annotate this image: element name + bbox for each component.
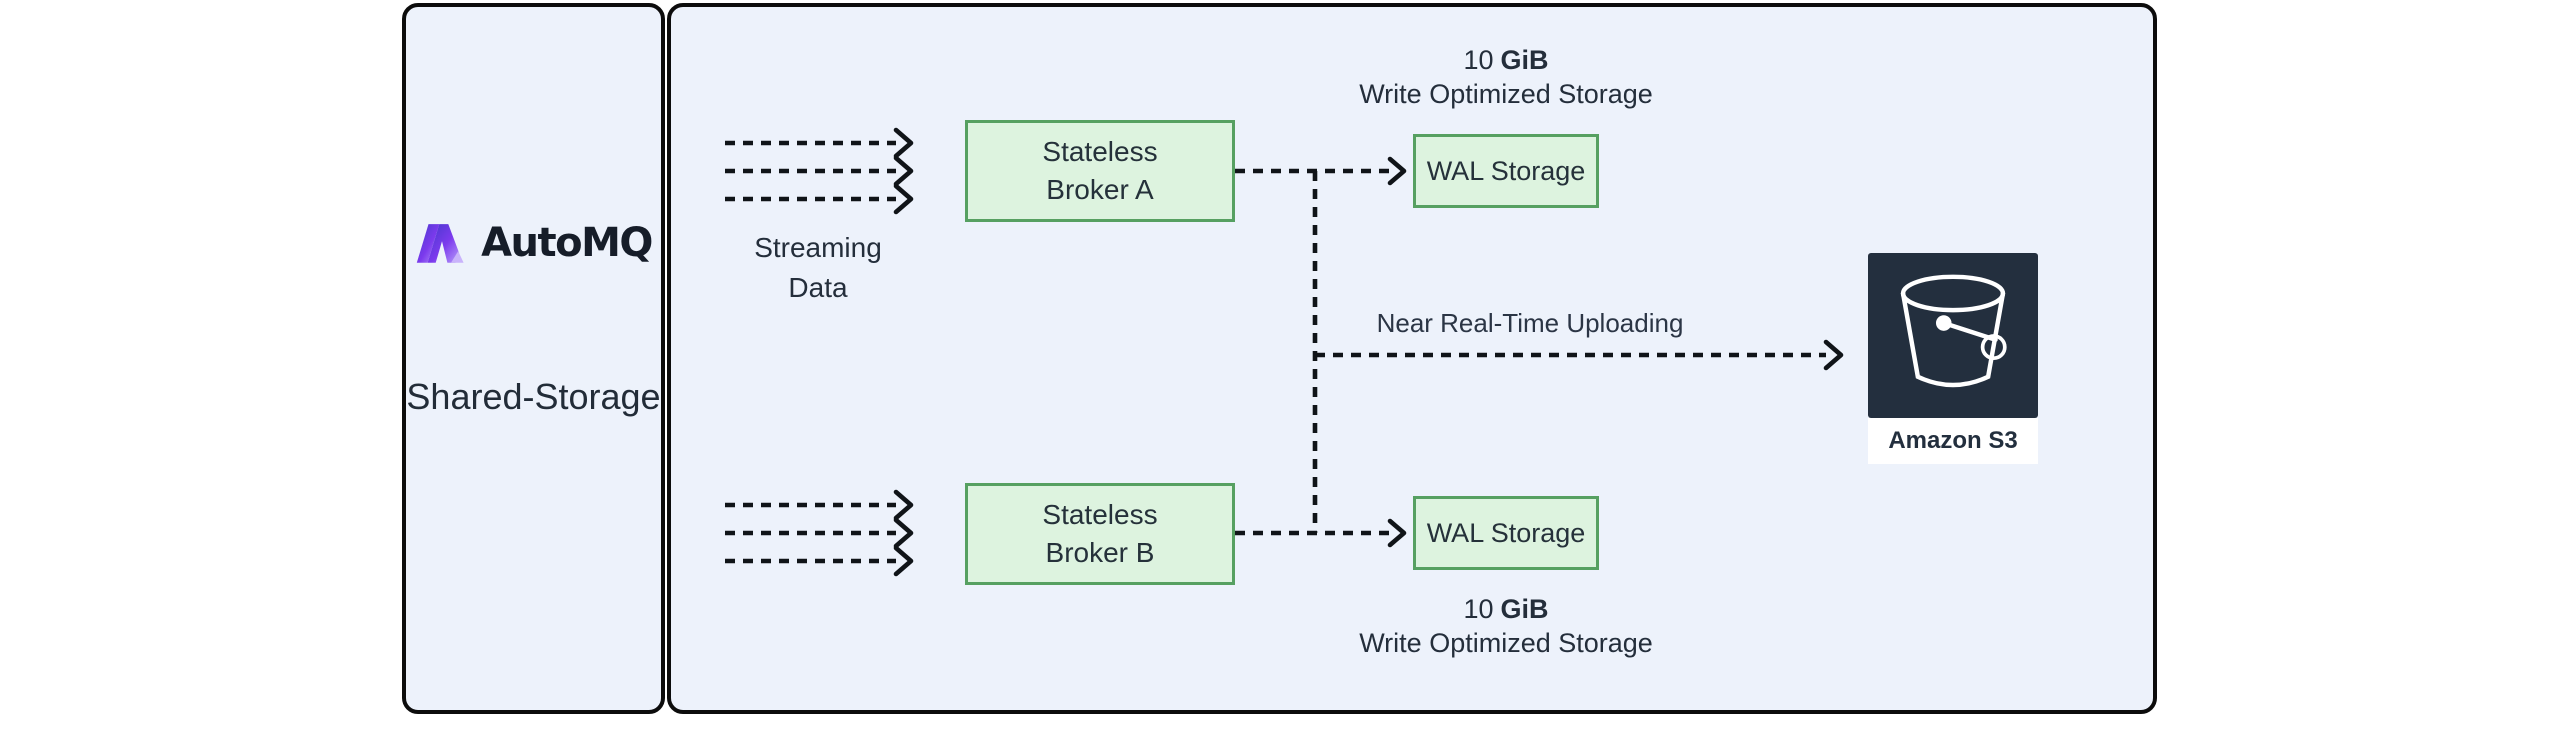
size-unit: GiB [1500, 45, 1549, 75]
stateless-broker-b-node: Stateless Broker B [965, 483, 1235, 585]
size-caption: Write Optimized Storage [1359, 628, 1653, 658]
wal-b-label: WAL Storage [1426, 517, 1586, 548]
broker-b-label: Stateless Broker B [1042, 499, 1158, 568]
broker-a-label: Stateless Broker A [1042, 136, 1158, 205]
automq-logo-icon [416, 224, 464, 263]
amazon-s3-node: Amazon S3 [1868, 253, 2038, 464]
shared-storage-caption: Shared-Storage [406, 376, 661, 417]
size-unit: GiB [1500, 594, 1549, 624]
wal-storage-b-node: WAL Storage [1413, 496, 1599, 570]
brand-wordmark: AutoMQ [481, 220, 653, 266]
near-real-time-uploading-label: Near Real-Time Uploading [1376, 308, 1684, 338]
automq-brand: AutoMQ [402, 214, 665, 272]
s3-bucket-icon [1868, 253, 2038, 418]
size-amount: 10 [1463, 594, 1494, 624]
wal-a-label: WAL Storage [1426, 155, 1586, 186]
size-amount: 10 [1463, 45, 1494, 75]
stateless-broker-a-node: Stateless Broker A [965, 120, 1235, 222]
wal-storage-a-node: WAL Storage [1413, 134, 1599, 208]
amazon-s3-label: Amazon S3 [1868, 418, 2038, 464]
streaming-data-label: Streaming Data [754, 232, 882, 303]
shared-storage-panel [402, 3, 665, 714]
size-caption: Write Optimized Storage [1359, 79, 1653, 109]
